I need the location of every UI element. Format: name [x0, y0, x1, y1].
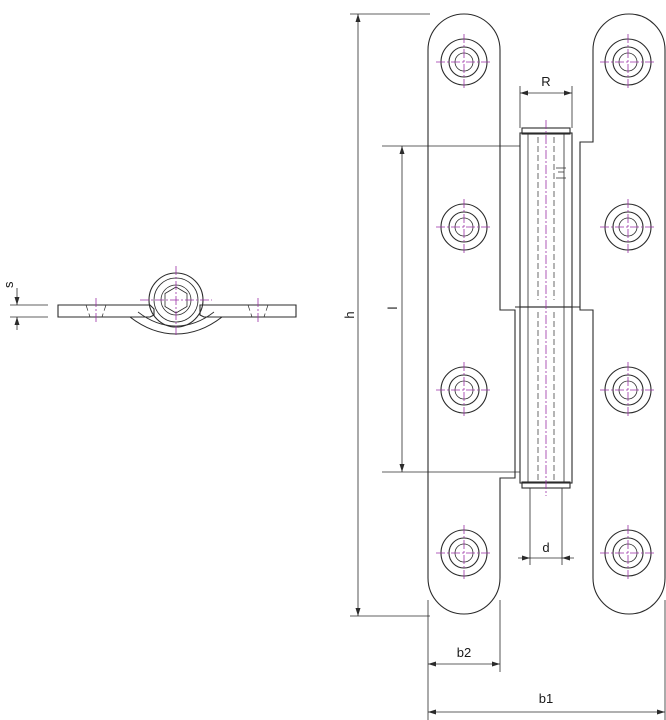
- screw-hole-right-2: [600, 199, 656, 255]
- dimension-label-d: d: [542, 540, 549, 555]
- s-arrow-bottom: [14, 317, 20, 325]
- side-view-plate-left: [57, 304, 155, 318]
- dimension-l: l: [382, 145, 428, 473]
- screw-hole-left-2: [436, 199, 492, 255]
- dimension-label-l: l: [385, 306, 400, 309]
- dimension-R: R: [519, 74, 573, 128]
- side-view-plate-right: [199, 304, 297, 318]
- side-view: s: [1, 266, 297, 336]
- dimension-b2: b2: [427, 600, 501, 720]
- screw-hole-left-1: [436, 34, 492, 90]
- dimension-h: h: [342, 13, 430, 617]
- dimension-label-b1: b1: [539, 691, 553, 706]
- screw-holes: [436, 34, 656, 581]
- dimension-label-h: h: [342, 311, 357, 318]
- right-leaf-outline: [579, 13, 666, 615]
- left-leaf-outline: [427, 13, 516, 615]
- screw-hole-right-4: [600, 525, 656, 581]
- screw-hole-right-1: [600, 34, 656, 90]
- dimension-b1: b1: [428, 600, 666, 720]
- screw-hole-left-3: [436, 362, 492, 418]
- dimension-label-b2: b2: [457, 645, 471, 660]
- dimension-label-s: s: [1, 281, 16, 288]
- left-leaf-face-line: [428, 145, 520, 473]
- screw-hole-right-3: [600, 362, 656, 418]
- upper-knuckle-detail: [556, 167, 566, 179]
- screw-hole-left-4: [436, 525, 492, 581]
- side-view-countersink-left: [85, 304, 107, 318]
- dimension-label-R: R: [541, 74, 550, 89]
- side-view-countersink-right: [247, 304, 269, 318]
- dimension-d: d: [518, 488, 574, 565]
- front-view: [427, 13, 666, 615]
- s-arrow-top: [14, 297, 20, 305]
